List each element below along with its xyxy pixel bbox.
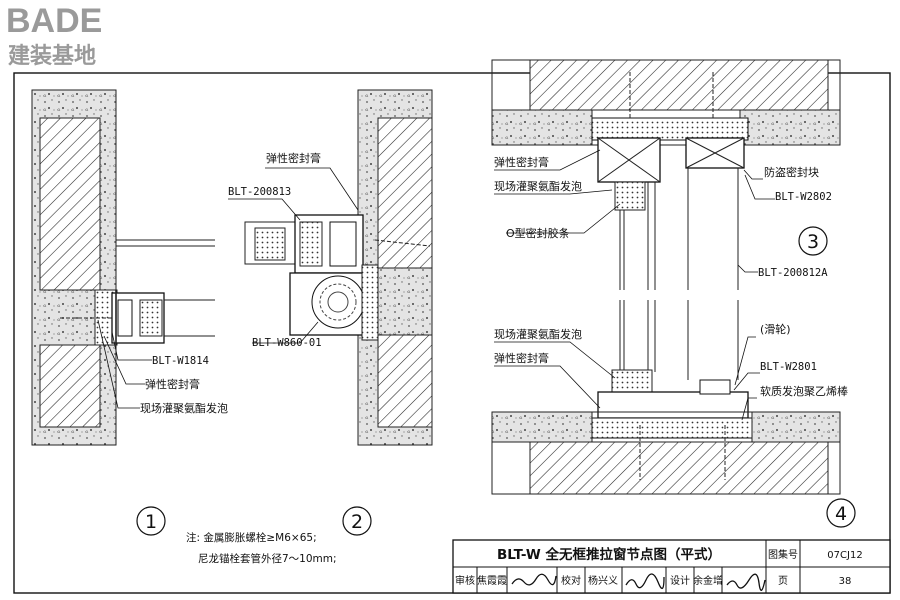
detail-1: [31, 89, 215, 446]
detail-2-marker: [342, 506, 372, 536]
label-blt-w2802: BLT-W2802: [775, 191, 832, 203]
label-blt-200812a: BLT-200812A: [758, 267, 828, 279]
label-sealant-d1: 弹性密封膏: [145, 377, 200, 391]
detail-1-marker: [136, 506, 166, 536]
label-blt-w860-01: BLT-W860-01: [252, 337, 322, 349]
label-sealant-d3: 弹性密封膏: [494, 155, 549, 169]
page-number: 38: [839, 576, 852, 587]
label-blt-200813: BLT-200813: [228, 186, 291, 198]
detail-2-number: 2: [351, 511, 363, 533]
review-label: 审核: [455, 574, 475, 587]
label-foam-d4: 现场灌聚氨酯发泡: [494, 327, 582, 341]
label-blt-w1814: BLT-W1814: [152, 355, 209, 367]
design-name: 余金增: [693, 574, 723, 587]
detail-3-number: 3: [807, 231, 819, 253]
leader-lines: [97, 149, 775, 421]
drawing-title: BLT-W 全无框推拉窗节点图（平式）: [497, 546, 721, 563]
detail-4: [491, 300, 841, 495]
label-foam-d1: 现场灌聚氨酯发泡: [140, 401, 228, 415]
label-sealant-d4: 弹性密封膏: [494, 351, 549, 365]
review-name: 焦霞霞: [477, 574, 507, 587]
logo-brand: BADE: [6, 2, 102, 40]
detail-4-marker: [826, 498, 856, 528]
label-blt-w2801: BLT-W2801: [760, 361, 817, 373]
label-roller: (滑轮): [760, 322, 791, 336]
label-sealant-d2: 弹性密封膏: [266, 151, 321, 165]
note-line-1: 注: 金属膨胀螺栓≥M6×65;: [186, 531, 317, 544]
logo-subtitle: 建装基地: [8, 43, 96, 68]
label-pe-foam-rod: 软质发泡聚乙烯棒: [760, 384, 848, 398]
label-antitheft-block: 防盗密封块: [764, 165, 819, 179]
detail-4-number: 4: [835, 503, 847, 525]
detail-3: [491, 59, 841, 290]
check-name: 杨兴义: [588, 574, 618, 587]
check-signature: [625, 573, 665, 589]
detail-1-number: 1: [145, 511, 157, 533]
atlas-number: 07CJ12: [827, 550, 862, 561]
note-line-2: 尼龙锚栓套管外径7～10mm;: [198, 552, 337, 565]
design-signature: [726, 573, 766, 591]
detail-3-marker: [798, 226, 828, 256]
check-label: 校对: [561, 574, 581, 587]
design-label: 设计: [670, 574, 690, 587]
label-foam-d3: 现场灌聚氨酯发泡: [494, 179, 582, 193]
review-signature: [511, 573, 557, 586]
sheet-border: [13, 72, 891, 594]
label-o-ring: O型密封胶条: [506, 226, 570, 240]
page-label: 页: [778, 575, 788, 587]
detail-2: [244, 89, 433, 446]
atlas-label: 图集号: [768, 548, 798, 561]
